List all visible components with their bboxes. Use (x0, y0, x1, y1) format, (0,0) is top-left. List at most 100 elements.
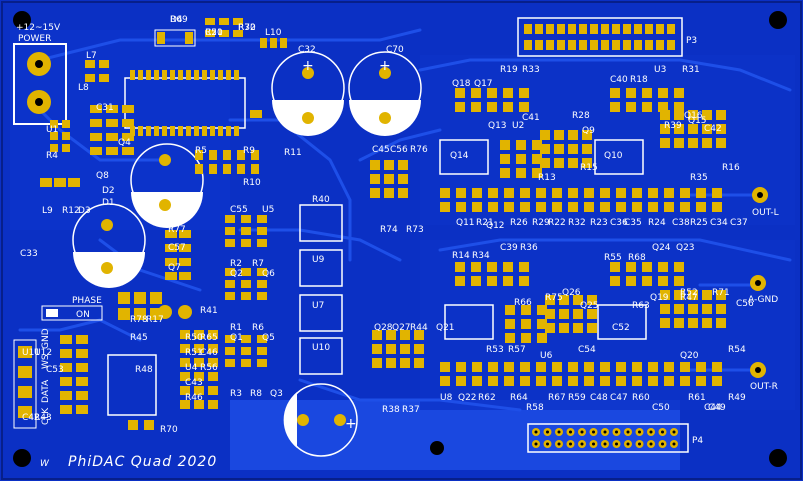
designator-label: C38 (672, 218, 690, 228)
p3-pin (546, 40, 554, 50)
smd-pad (209, 150, 217, 160)
smd-pad (165, 272, 177, 280)
smd-pad (386, 344, 396, 354)
smd-pad (540, 158, 550, 168)
smd-pad (122, 105, 134, 113)
input-pad (18, 346, 32, 358)
designator-label: R51 (185, 348, 203, 358)
smd-pad (208, 372, 218, 381)
mount-hole-tl (13, 11, 31, 29)
smd-pad (440, 202, 450, 212)
smd-pad (118, 292, 130, 304)
smd-pad (573, 295, 583, 305)
p3-pin (623, 40, 631, 50)
smd-pad (219, 18, 229, 25)
designator-label: C42 (22, 413, 40, 423)
power-connector (13, 43, 67, 125)
designator-label: R53 (486, 345, 504, 355)
input-pad (18, 366, 32, 378)
smd-pad (584, 376, 594, 386)
smd-pad (241, 359, 251, 367)
designator-label: Q19 (650, 293, 669, 303)
designator-label: R69 (170, 15, 188, 25)
smd-pad (76, 391, 88, 400)
smd-pad (250, 110, 262, 118)
designator-label: Q18 (452, 79, 471, 89)
designator-label: R3 (230, 389, 242, 399)
smd-pad (488, 376, 498, 386)
designator-label: D1 (102, 198, 115, 208)
smd-pad (241, 280, 251, 288)
smd-pad (648, 376, 658, 386)
smd-pad (702, 138, 712, 148)
svg-text:+: + (345, 416, 357, 432)
smd-pad (257, 347, 267, 355)
smd-pad (626, 88, 636, 98)
designator-label: R30 (238, 23, 256, 33)
designator-label: R57 (508, 345, 526, 355)
ground-pour-bottom (230, 400, 680, 470)
svg-text:+: + (302, 58, 314, 74)
u1-pin (186, 126, 191, 136)
smd-pad (455, 276, 465, 286)
smd-pad (488, 362, 498, 372)
designator-label: C55 (230, 205, 248, 215)
smd-pad (225, 280, 235, 288)
smd-pad (616, 376, 626, 386)
p3-pin (667, 24, 675, 34)
designator-label: Q9 (582, 126, 595, 136)
smd-pad (664, 202, 674, 212)
designator-label: R11 (284, 148, 302, 158)
designator-label: R19 (500, 65, 518, 75)
smd-pad (532, 140, 542, 150)
smd-pad (225, 215, 235, 223)
out-r-label: OUT-R (750, 382, 778, 392)
designator-label: R25 (690, 218, 708, 228)
smd-pad (455, 88, 465, 98)
designator-label: R68 (628, 253, 646, 263)
p3-label: P3 (686, 36, 697, 46)
smd-pad (688, 110, 698, 120)
designator-label: R71 (712, 288, 730, 298)
u9-pad (178, 305, 192, 319)
smd-pad (559, 295, 569, 305)
smd-pad (537, 319, 547, 329)
p3-pin (634, 24, 642, 34)
smd-pad (503, 262, 513, 272)
smd-pad (503, 276, 513, 286)
smd-pad (233, 30, 243, 37)
smd-pad (658, 88, 668, 98)
smd-pad (50, 132, 58, 140)
smd-pad (716, 304, 726, 314)
smd-pad (456, 188, 466, 198)
p4-pin-hole (546, 442, 549, 446)
designator-label: R8 (250, 389, 262, 399)
smd-pad (85, 60, 95, 68)
designator-label: Q13 (488, 121, 507, 131)
smd-pad (532, 168, 542, 178)
smd-pad (233, 18, 243, 25)
smd-pad (270, 38, 277, 48)
designator-label: C33 (20, 249, 38, 259)
p3-pin (579, 40, 587, 50)
designator-label: C49 (708, 403, 726, 413)
smd-pad (472, 376, 482, 386)
smd-pad (516, 140, 526, 150)
smd-pad (195, 164, 203, 174)
smd-pad (370, 188, 380, 198)
smd-pad (568, 376, 578, 386)
smd-pad (260, 38, 267, 48)
designator-label: C57 (168, 243, 186, 253)
designator-label: C40 (610, 75, 628, 85)
designator-label: C32 (298, 45, 316, 55)
designator-label: Q7 (168, 263, 181, 273)
smd-pad (520, 188, 530, 198)
smd-pad (582, 130, 592, 140)
designator-label: R66 (514, 298, 532, 308)
input-pad (18, 406, 32, 418)
smd-pad (122, 119, 134, 127)
designator-label: Q4 (118, 138, 131, 148)
smd-pad (616, 362, 626, 372)
smd-pad (674, 290, 684, 300)
